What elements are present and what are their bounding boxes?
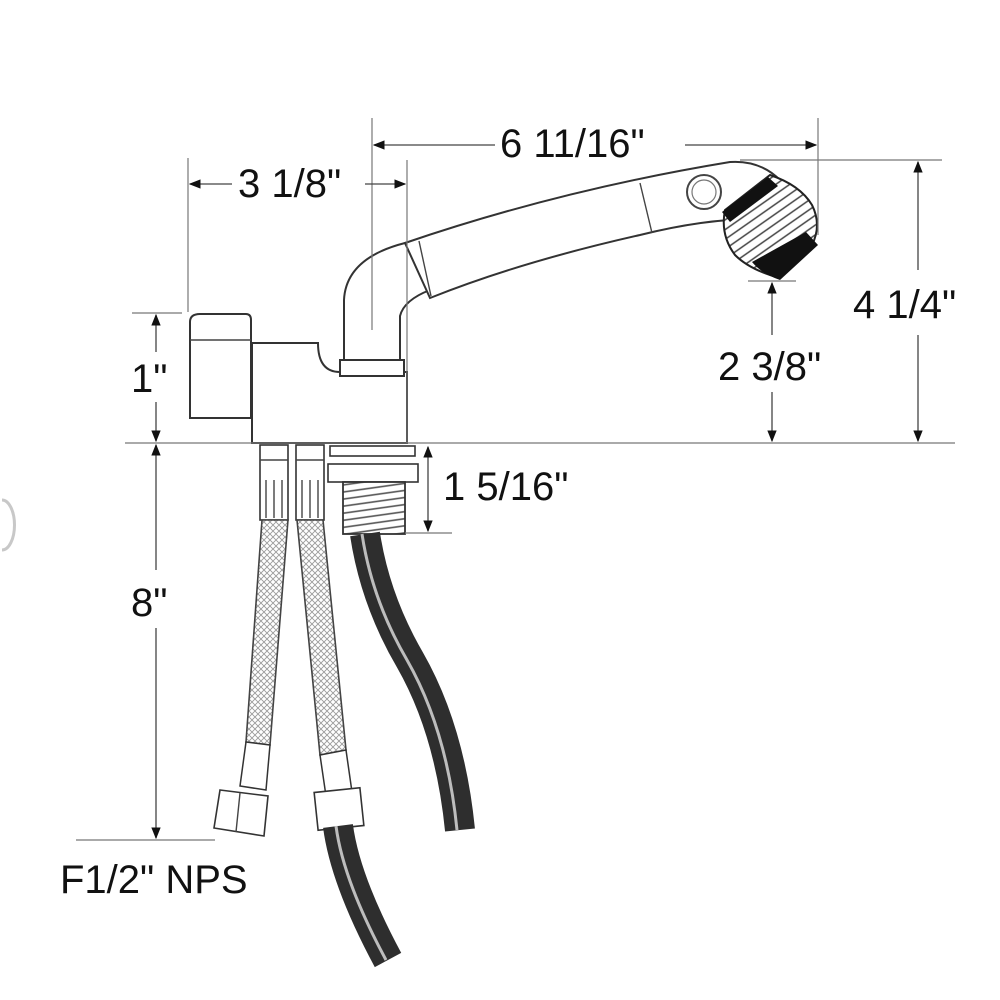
label-connection: F1/2" NPS: [60, 858, 248, 902]
shank-and-sprayer-hose: [323, 445, 475, 968]
label-base-height: 1": [131, 357, 167, 401]
edge-artifact: [1, 498, 16, 552]
label-base-to-spout: 3 1/8": [238, 162, 341, 206]
label-shank-length: 1 5/16": [443, 465, 568, 509]
label-hose-length: 8": [131, 581, 167, 625]
pull-out-sprayer: [403, 160, 818, 300]
label-spout-reach: 6 11/16": [500, 122, 645, 166]
supply-lines: [213, 444, 365, 837]
label-total-height: 4 1/4": [853, 283, 956, 327]
faucet-body: [189, 238, 432, 444]
dimension-lines: [76, 118, 955, 841]
label-sprayer-clearance: 2 3/8": [718, 345, 821, 389]
